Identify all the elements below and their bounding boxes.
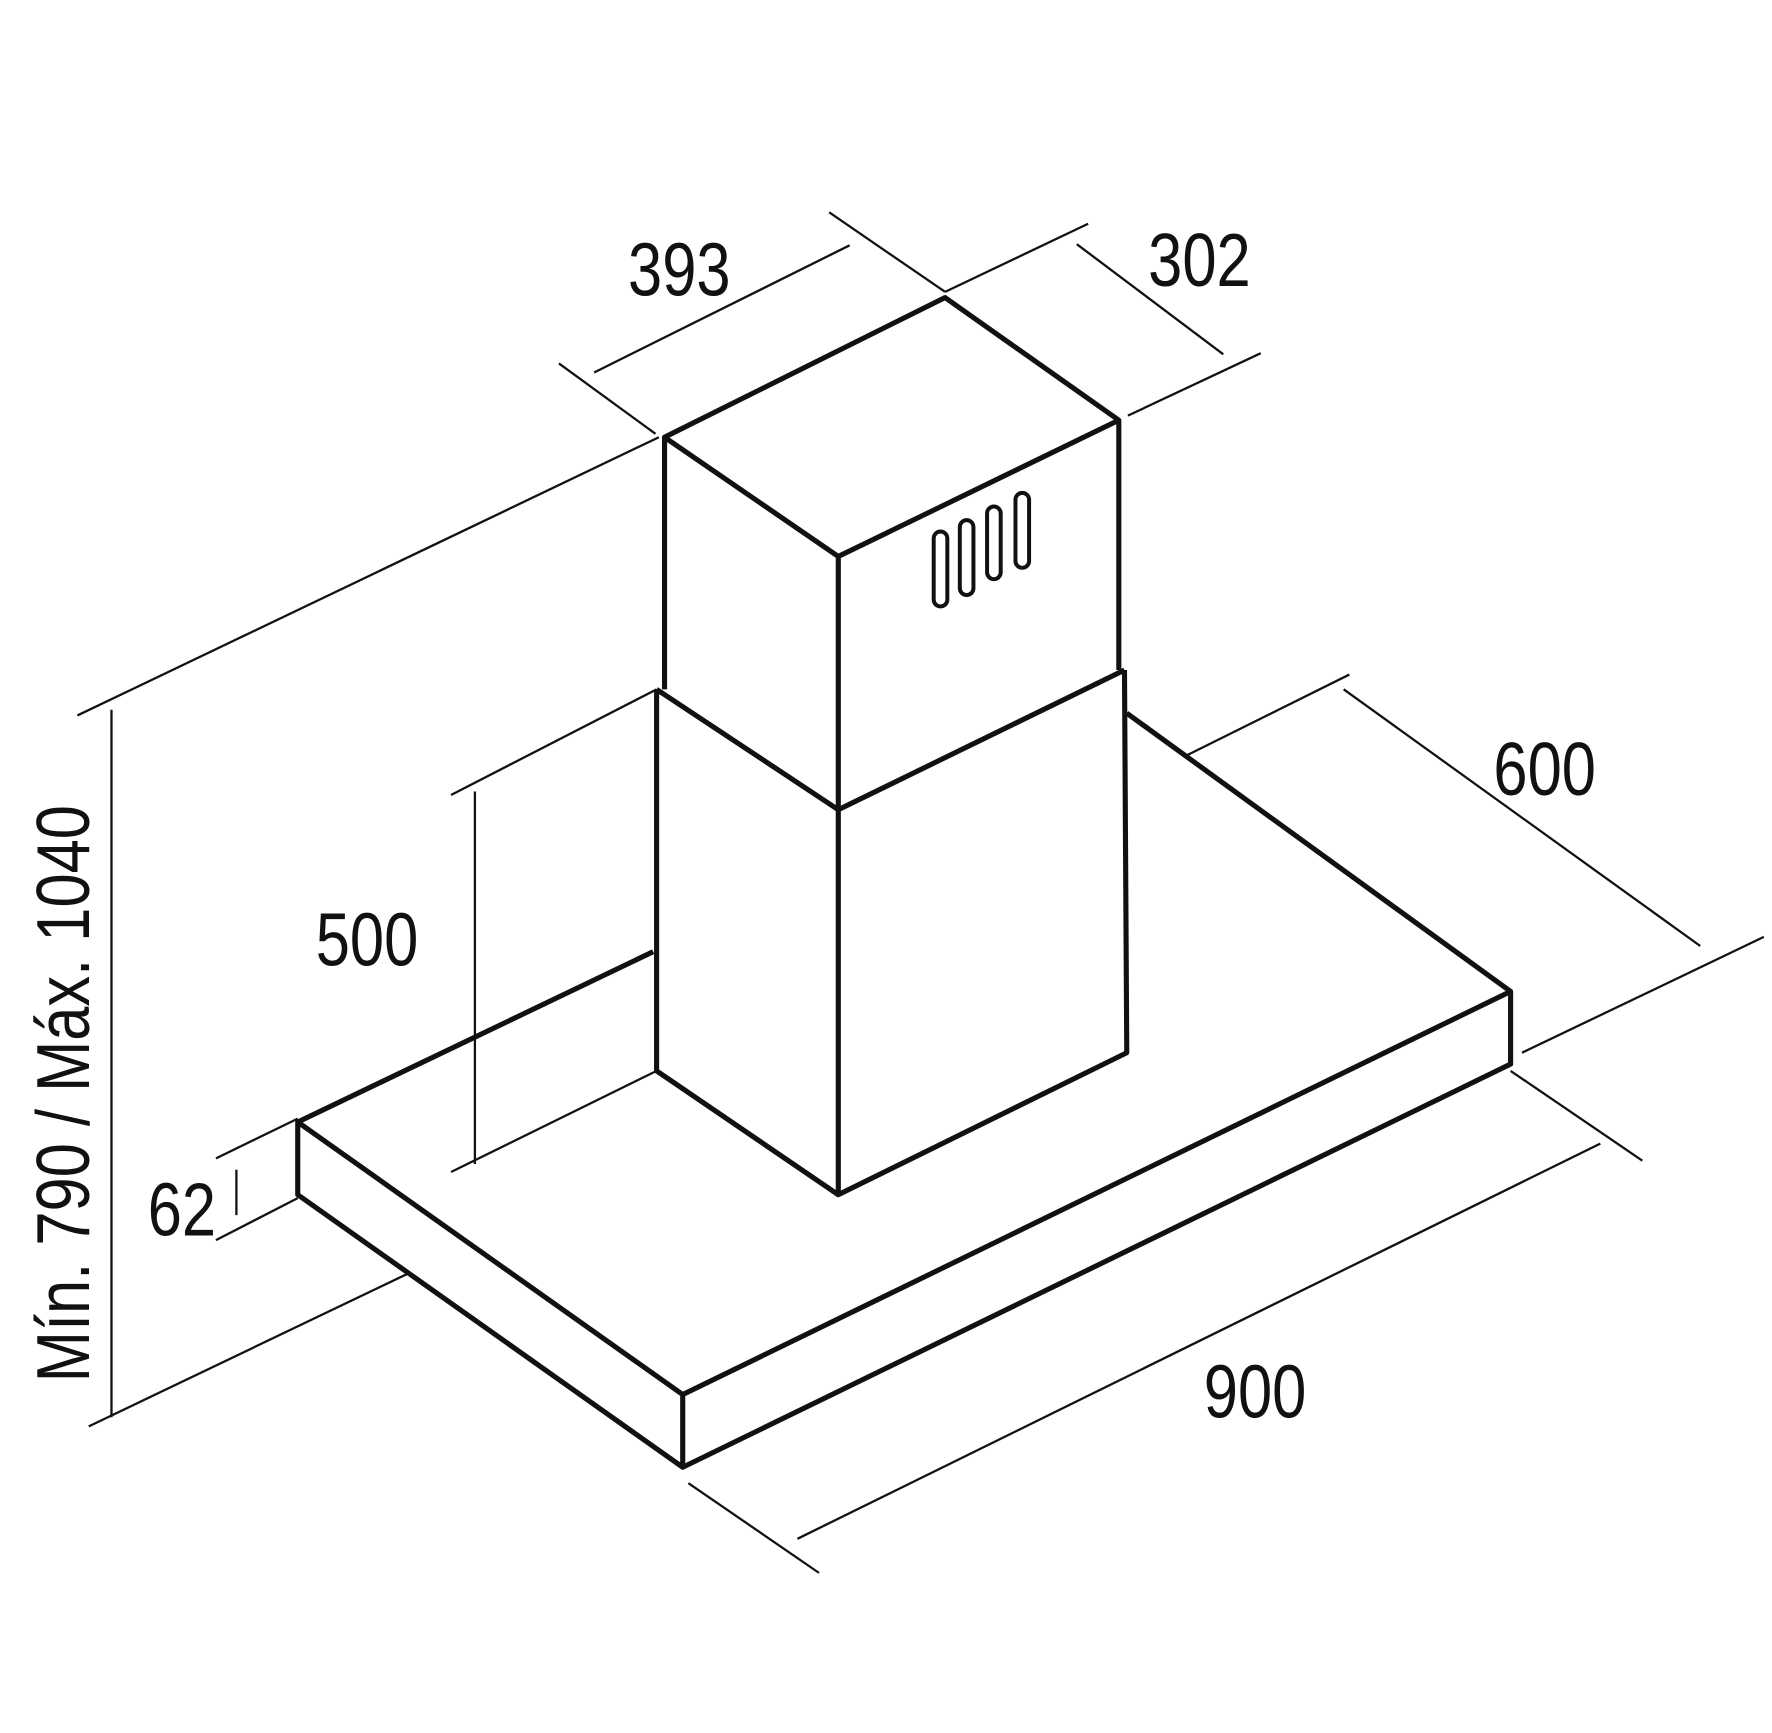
hood-canopy	[295, 711, 1514, 1470]
upper-chimney	[661, 294, 1122, 810]
dimension-hood-thickness: 62	[148, 1168, 216, 1252]
vent-slots-icon	[931, 490, 1032, 609]
hood-outline	[295, 294, 1514, 1470]
dimension-hood-width: 900	[1204, 1349, 1307, 1433]
dimension-chimney-depth: 302	[1148, 218, 1251, 302]
dimension-lower-chimney-height: 500	[316, 898, 419, 982]
dimension-total-height: Mín. 790 / Máx. 1040	[21, 805, 105, 1382]
dimension-chimney-width: 393	[628, 227, 731, 311]
dimension-hood-depth: 600	[1493, 727, 1596, 811]
lower-chimney	[654, 667, 1130, 1198]
dimension-lines	[76, 211, 1765, 1574]
